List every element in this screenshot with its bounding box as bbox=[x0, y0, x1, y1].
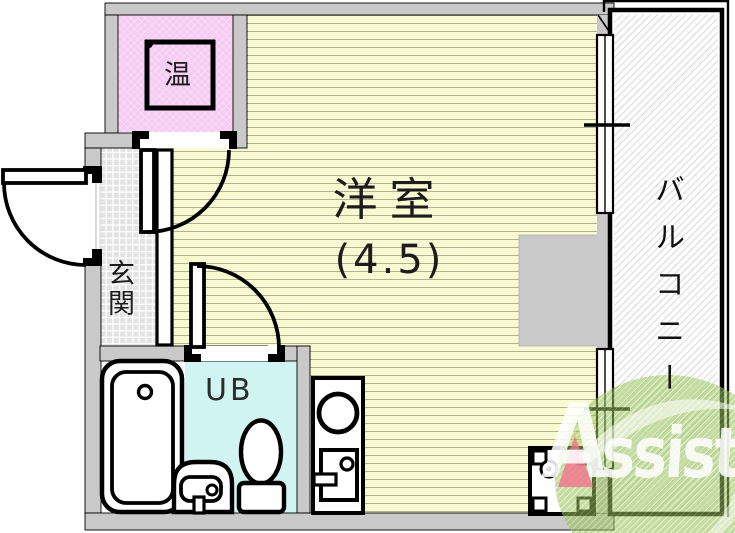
closet-door-opening bbox=[133, 132, 233, 148]
main-room-size-label: (4.5) bbox=[334, 237, 445, 283]
wall-closet-west bbox=[104, 14, 119, 134]
mini-kitchen-icon bbox=[311, 376, 365, 515]
wall-block-east bbox=[518, 234, 613, 347]
watermark-rest: ssist bbox=[598, 412, 735, 494]
watermark-accent-triangle bbox=[558, 436, 593, 487]
entrance-door bbox=[1, 168, 88, 267]
watermark-logo-text: A ssist bbox=[539, 383, 735, 502]
water-heater-label: 温 bbox=[164, 60, 191, 91]
entrance-label: 玄関 bbox=[103, 259, 134, 319]
unit-bath-label: UB bbox=[205, 373, 254, 408]
toilet-icon bbox=[236, 418, 287, 515]
balcony-label: バルコニー bbox=[649, 174, 684, 409]
main-room-label: 洋室 bbox=[332, 173, 447, 226]
watermark-logo-graphic bbox=[555, 375, 735, 533]
water-heater-icon bbox=[144, 39, 216, 111]
main-room-floor bbox=[157, 15, 598, 513]
wall-left-upper bbox=[84, 147, 102, 168]
entrance-step-bar bbox=[155, 148, 174, 347]
balcony-outer-line bbox=[602, 0, 730, 517]
bathtub-icon bbox=[99, 358, 185, 515]
wall-left-lower bbox=[84, 263, 102, 514]
bath-door bbox=[189, 262, 281, 349]
bath-door-opening bbox=[199, 346, 272, 361]
sliding-window-upper bbox=[584, 33, 630, 215]
closet-door bbox=[139, 148, 231, 234]
wall-corner-block bbox=[84, 132, 134, 149]
wall-ub-right bbox=[296, 345, 311, 514]
wall-top bbox=[104, 2, 615, 16]
washbasin-icon bbox=[171, 459, 235, 515]
wall-closet-east bbox=[232, 14, 248, 149]
